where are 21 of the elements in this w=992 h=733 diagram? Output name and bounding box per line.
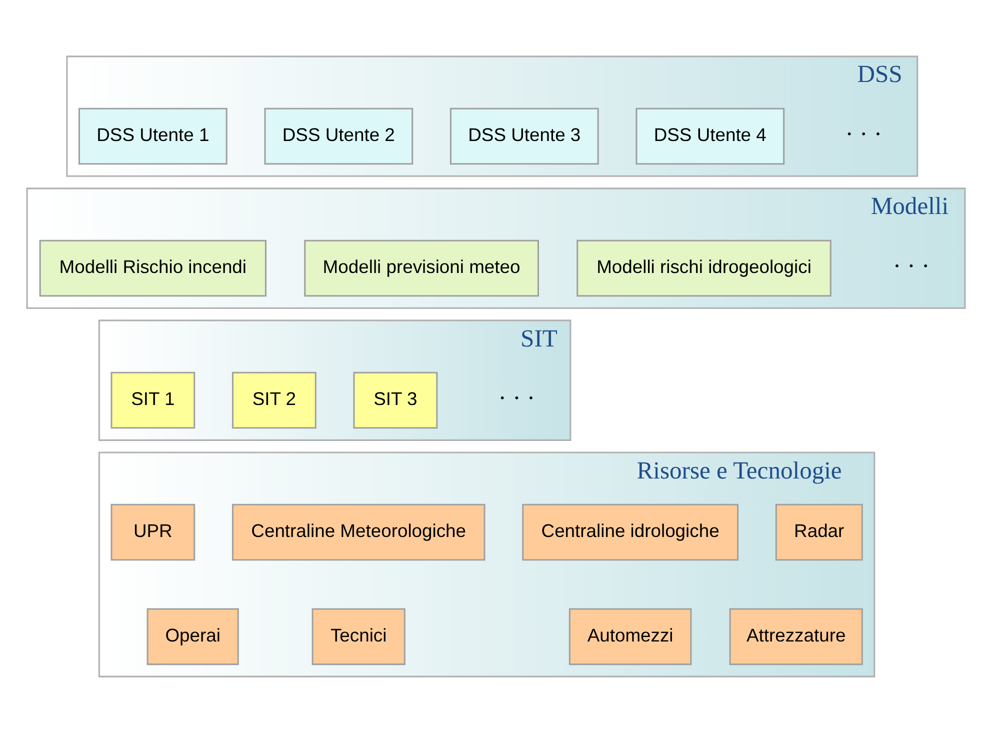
node-box: SIT 3 bbox=[353, 372, 438, 429]
node-box: SIT 1 bbox=[110, 372, 196, 429]
node-box: DSS Utente 1 bbox=[78, 108, 228, 165]
node-box: Automezzi bbox=[568, 608, 692, 666]
node-box: Tecnici bbox=[312, 608, 406, 666]
node-box: Centraline Meteorologiche bbox=[232, 504, 486, 561]
node-box: DSS Utente 4 bbox=[636, 108, 785, 165]
node-box: Modelli previsioni meteo bbox=[304, 240, 539, 297]
label: · · · bbox=[892, 253, 930, 280]
node-box: Modelli Rischio incendi bbox=[39, 240, 267, 297]
node-box: UPR bbox=[110, 504, 196, 561]
node-box: DSS Utente 3 bbox=[450, 108, 599, 165]
node-box: Operai bbox=[146, 608, 239, 666]
node-box: DSS Utente 2 bbox=[264, 108, 414, 165]
label: · · · bbox=[498, 385, 536, 412]
label: · · · bbox=[845, 121, 882, 148]
node-box: Radar bbox=[775, 504, 863, 561]
node-box: Attrezzature bbox=[729, 608, 863, 666]
node-box: Centraline idrologiche bbox=[522, 504, 739, 561]
node-box: Modelli rischi idrogeologici bbox=[576, 240, 832, 297]
node-box: SIT 2 bbox=[232, 372, 316, 429]
